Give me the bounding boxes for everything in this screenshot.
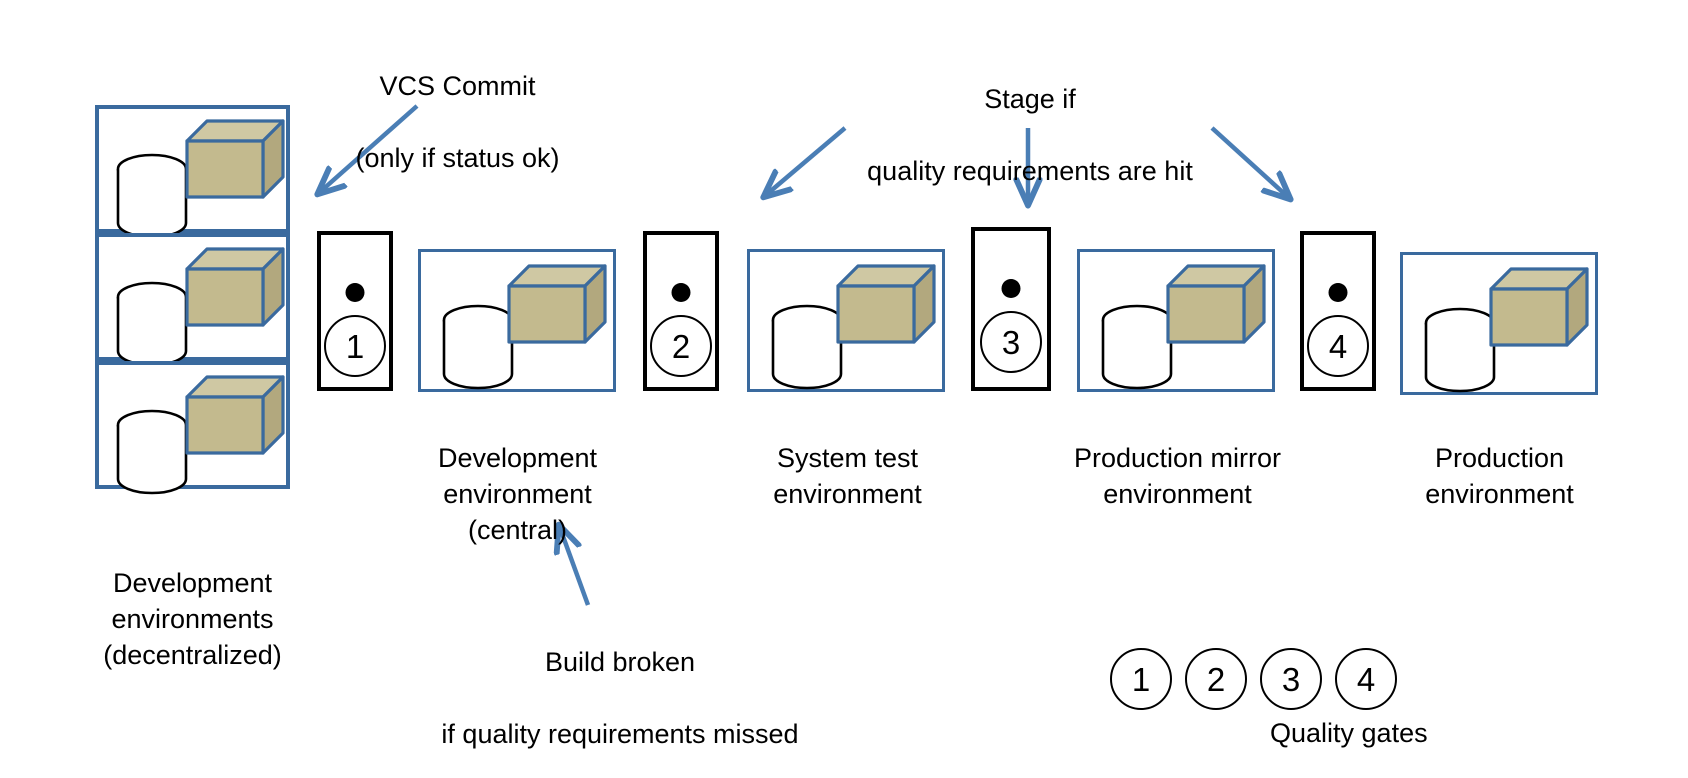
database-cylinder-icon bbox=[116, 281, 188, 367]
artifact-cube-icon bbox=[1489, 267, 1589, 347]
annotation-stage-if: Stage if quality requirements are hit bbox=[845, 45, 1215, 189]
env-development-decentralized-2[interactable] bbox=[95, 233, 290, 367]
annotation-vcs-commit-line1: VCS Commit bbox=[379, 71, 536, 101]
annotation-vcs-commit-line2: (only if status ok) bbox=[355, 143, 560, 173]
legend-gate-1: 1 bbox=[1110, 648, 1172, 710]
gate-status-dot-icon bbox=[1001, 279, 1021, 298]
gate-number-1: 1 bbox=[324, 315, 386, 377]
quality-gate-box-1[interactable]: 1 bbox=[317, 231, 393, 391]
gate-status-dot-icon bbox=[345, 283, 365, 302]
database-cylinder-icon bbox=[116, 153, 188, 239]
env-development-decentralized-1[interactable] bbox=[95, 105, 290, 239]
gate-status-dot-icon bbox=[671, 283, 691, 302]
annotation-build-broken-line2: if quality requirements missed bbox=[441, 719, 799, 749]
quality-gates-legend: 1 2 3 4 Quality gates bbox=[1110, 648, 1510, 758]
database-cylinder-icon bbox=[1424, 307, 1496, 393]
annotation-build-broken-line1: Build broken bbox=[544, 647, 696, 677]
quality-gates-legend-caption: Quality gates bbox=[1270, 718, 1428, 748]
legend-gate-3: 3 bbox=[1260, 648, 1322, 710]
annotation-stage-if-line2: quality requirements are hit bbox=[867, 156, 1193, 186]
env-development-central[interactable] bbox=[418, 249, 616, 392]
quality-gate-box-3[interactable]: 3 bbox=[971, 227, 1051, 391]
annotation-vcs-commit: VCS Commit (only if status ok) bbox=[305, 32, 610, 176]
env-label-development-decentralized: Development environments (decentralized) bbox=[103, 568, 282, 670]
database-cylinder-icon bbox=[1101, 304, 1173, 390]
arrow-stage-production bbox=[1210, 126, 1288, 197]
artifact-cube-icon bbox=[185, 247, 285, 327]
gate-number-3: 3 bbox=[980, 311, 1042, 373]
database-cylinder-icon bbox=[771, 304, 843, 390]
legend-gate-2: 2 bbox=[1185, 648, 1247, 710]
env-production[interactable] bbox=[1400, 252, 1598, 395]
env-label-development-central: Development environment (central) bbox=[437, 443, 598, 545]
legend-gate-4: 4 bbox=[1335, 648, 1397, 710]
artifact-cube-icon bbox=[836, 264, 936, 344]
arrow-stage-system-test bbox=[766, 126, 847, 195]
env-development-decentralized-3[interactable] bbox=[95, 361, 290, 495]
env-label-production: Production environment bbox=[1425, 443, 1574, 509]
quality-gate-box-2[interactable]: 2 bbox=[643, 231, 719, 391]
gate-number-4: 4 bbox=[1307, 315, 1369, 377]
env-label-production-mirror: Production mirror environment bbox=[1073, 443, 1282, 509]
artifact-cube-icon bbox=[185, 375, 285, 455]
annotation-build-broken: Build broken if quality requirements mis… bbox=[400, 608, 840, 752]
database-cylinder-icon bbox=[116, 409, 188, 495]
env-production-mirror[interactable] bbox=[1077, 249, 1275, 392]
quality-gate-box-4[interactable]: 4 bbox=[1300, 231, 1376, 391]
artifact-cube-icon bbox=[1166, 264, 1266, 344]
env-system-test[interactable] bbox=[747, 249, 945, 392]
gate-status-dot-icon bbox=[1328, 283, 1348, 302]
annotation-stage-if-line1: Stage if bbox=[984, 84, 1076, 114]
gate-number-2: 2 bbox=[650, 315, 712, 377]
artifact-cube-icon bbox=[507, 264, 607, 344]
env-label-system-test: System test environment bbox=[773, 443, 922, 509]
artifact-cube-icon bbox=[185, 119, 285, 199]
database-cylinder-icon bbox=[442, 304, 514, 390]
